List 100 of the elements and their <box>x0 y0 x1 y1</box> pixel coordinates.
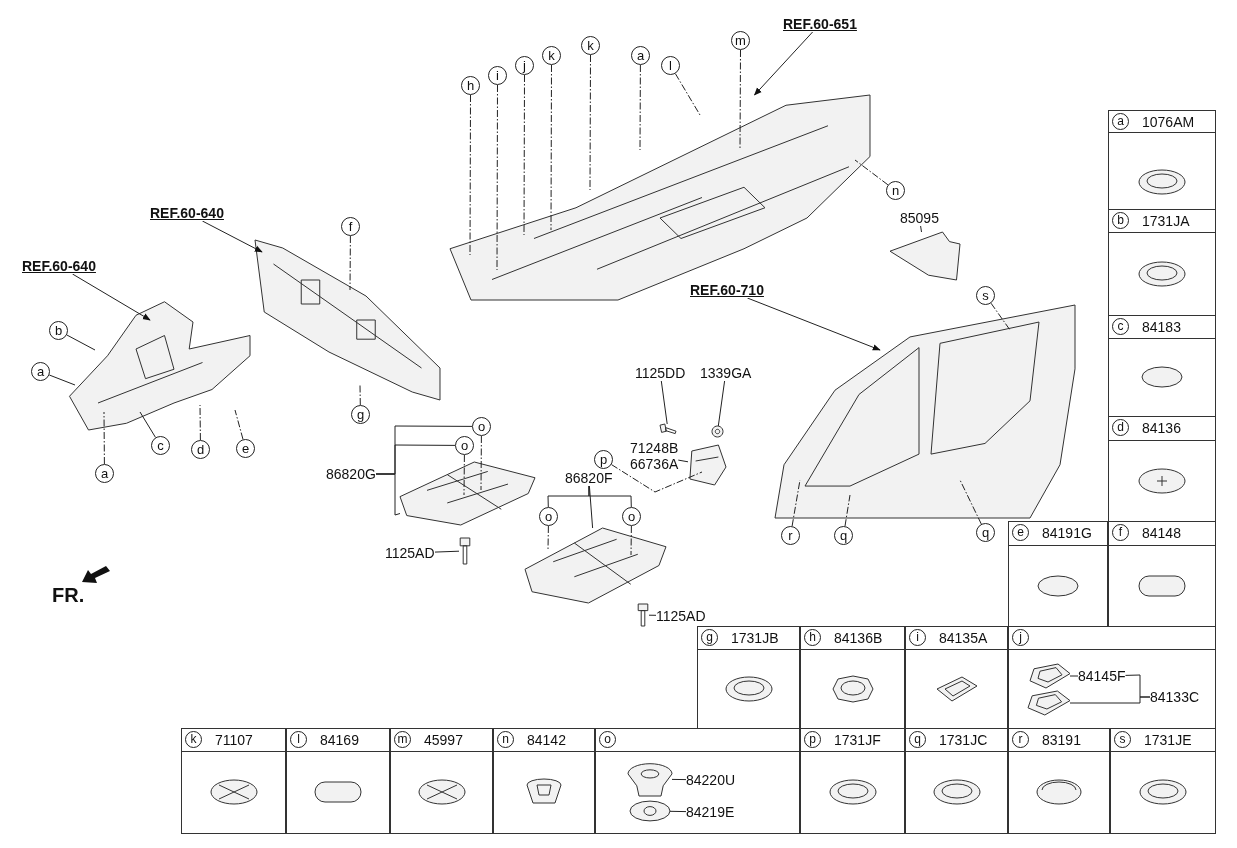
part-number: 71248B 66736A <box>630 440 679 472</box>
clip-icon <box>628 762 672 796</box>
callout-letter: r <box>781 526 800 545</box>
callout-letter: a <box>95 464 114 483</box>
callout-letter: d <box>191 440 210 459</box>
callout-letter: k <box>542 46 561 65</box>
leader-line <box>920 225 922 233</box>
bolt-drawing <box>459 538 471 564</box>
callout-letter: o <box>622 507 641 526</box>
leader-line <box>375 473 401 516</box>
reference-label: REF.60-640 <box>22 258 96 274</box>
callout-letter: l <box>661 56 680 75</box>
part-number: 84135A <box>939 630 988 646</box>
callout-letter: p <box>594 450 613 469</box>
part-number: 83191 <box>1042 732 1081 748</box>
leader-line <box>630 525 632 556</box>
leader-line <box>139 411 156 438</box>
part-number: 1731JA <box>1142 213 1190 229</box>
callout-letter: n <box>886 181 905 200</box>
callout-letter: a <box>631 46 650 65</box>
side-panel-drawing <box>775 305 1075 518</box>
part-number: 84219E <box>686 804 735 820</box>
bracket-drawing <box>688 445 726 485</box>
part-number: 86820F <box>565 470 613 486</box>
leader-line <box>639 64 641 151</box>
part-number: 84191G <box>1042 525 1092 541</box>
leader-line <box>103 411 105 465</box>
leader-line <box>677 459 689 463</box>
leader-line <box>469 94 471 256</box>
reference-label: REF.60-710 <box>690 282 764 298</box>
callout-letter: a <box>31 362 50 381</box>
part-number: 84145F <box>1078 668 1126 684</box>
arrow <box>72 273 151 321</box>
arrow <box>746 297 881 351</box>
leader-line <box>674 73 701 116</box>
callout-letter: f <box>341 217 360 236</box>
part-number: 1731JC <box>939 732 988 748</box>
reference-label: REF.60-651 <box>783 16 857 32</box>
part-number: 71107 <box>215 732 253 748</box>
part-number: 1731JE <box>1144 732 1192 748</box>
leader-line <box>66 334 96 351</box>
callout-letter: h <box>461 76 480 95</box>
floor-panel-drawing <box>450 95 870 300</box>
under-cover-drawing <box>525 528 666 603</box>
part-number: 84133C <box>1150 689 1200 705</box>
leader-line <box>359 384 361 406</box>
leader-line <box>199 404 201 441</box>
callout-letter: o <box>455 436 474 455</box>
part-number: 85095 <box>900 210 939 226</box>
under-cover-drawing <box>400 462 535 525</box>
part-number: 84142 <box>527 732 566 748</box>
part-number: 45997 <box>424 732 463 748</box>
part-number: 84183 <box>1142 319 1181 335</box>
leader-line <box>523 74 525 236</box>
leader-line <box>589 54 591 191</box>
leader-line <box>588 485 594 529</box>
grommet-icon <box>1028 691 1070 715</box>
part-number: 1125AD <box>656 608 706 624</box>
leader-line <box>550 64 552 231</box>
bolt-drawing <box>660 424 676 436</box>
part-number: 1125AD <box>385 545 435 561</box>
reference-label: REF.60-640 <box>150 205 224 221</box>
leader-line <box>463 454 465 496</box>
leader-line <box>434 550 460 553</box>
part-number: 1731JB <box>731 630 779 646</box>
callout-letter: g <box>351 405 370 424</box>
grommet-icon <box>1030 664 1070 688</box>
part-number: 1731JF <box>834 732 881 748</box>
leader-line <box>496 84 498 271</box>
callout-letter: c <box>151 436 170 455</box>
leader-line <box>739 49 741 151</box>
leader-line <box>234 409 244 440</box>
part-number: 1125DD <box>635 365 686 381</box>
leader-line <box>717 380 726 427</box>
nut-drawing <box>712 426 723 437</box>
leader-line <box>669 810 687 813</box>
callout-letter: m <box>731 31 750 50</box>
leader-line <box>588 485 632 508</box>
callout-letter: q <box>834 526 853 545</box>
clip-icon <box>630 800 670 822</box>
callout-letter: b <box>49 321 68 340</box>
leader-line <box>349 235 351 291</box>
part-number: 1076AM <box>1142 114 1195 130</box>
leader-line <box>1069 675 1079 677</box>
part-number: 84148 <box>1142 525 1181 541</box>
leader-line <box>990 302 1011 331</box>
callout-letter: o <box>472 417 491 436</box>
leader-line <box>844 494 851 527</box>
callout-letter: e <box>236 439 255 458</box>
callout-letter: k <box>581 36 600 55</box>
pad-drawing <box>890 232 960 280</box>
leader-line <box>854 159 889 186</box>
leader-line <box>671 778 687 781</box>
bolt-drawing <box>637 604 649 626</box>
arrow <box>201 220 263 253</box>
leader-line <box>959 479 982 525</box>
part-number: 84220U <box>686 772 736 788</box>
callout-letter: i <box>488 66 507 85</box>
leader-line <box>611 464 703 493</box>
leader-line <box>480 435 482 491</box>
